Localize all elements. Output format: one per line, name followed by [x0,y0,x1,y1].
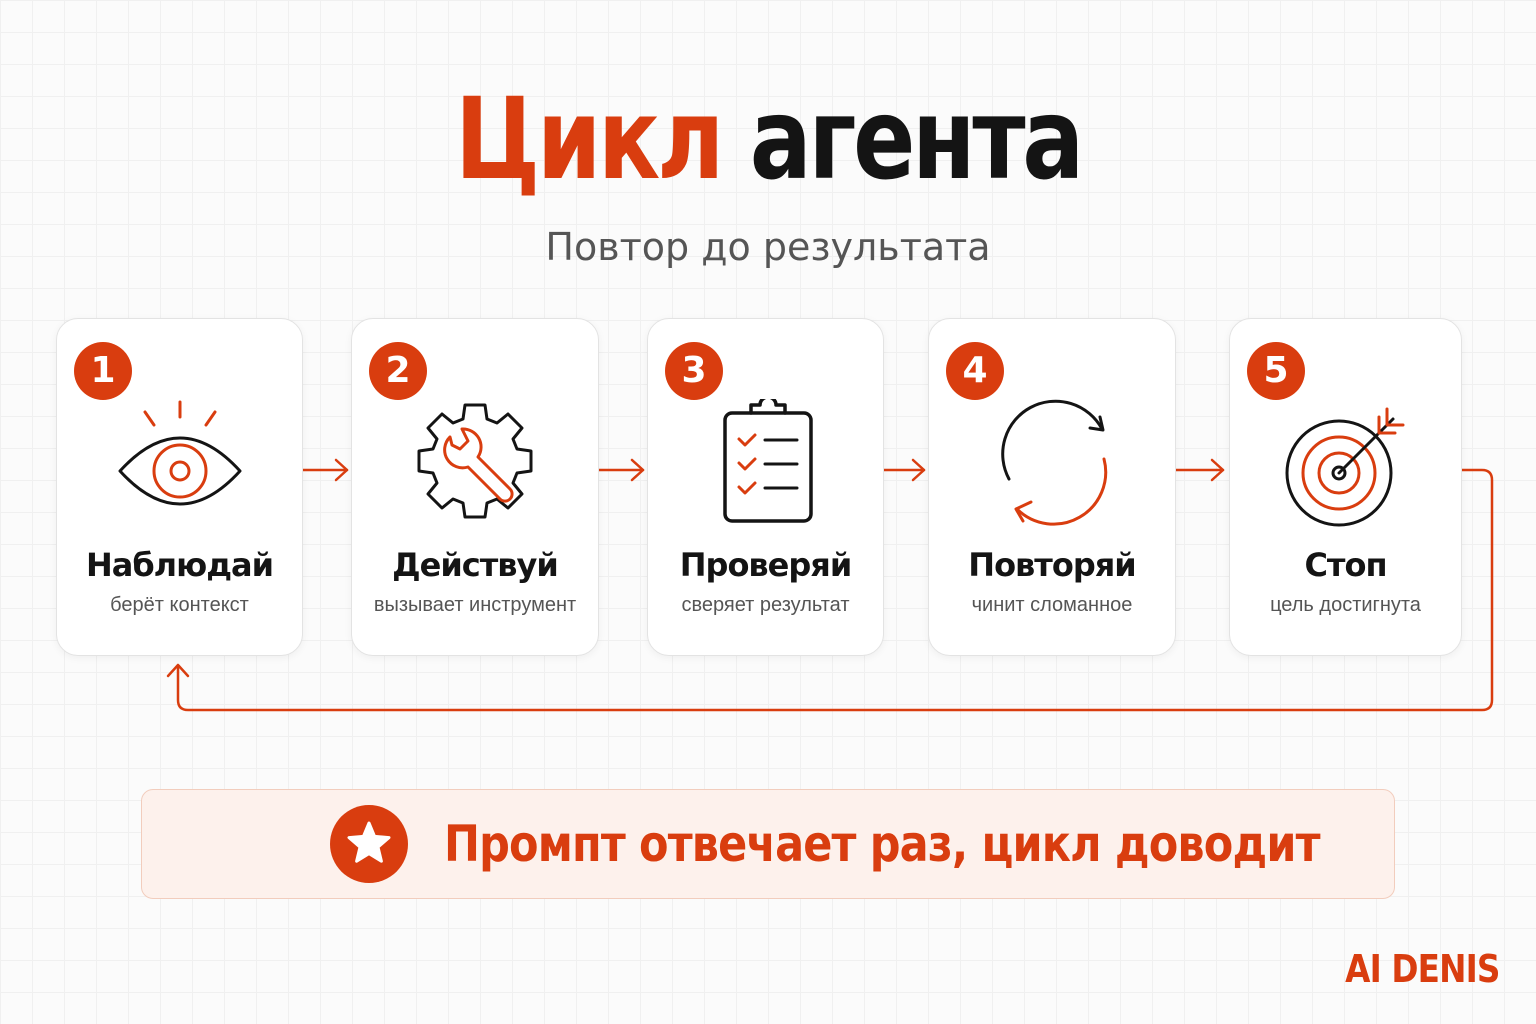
step-number-badge: 2 [369,342,427,400]
step-title: Стоп [1304,546,1387,584]
step-number-badge: 5 [1247,342,1305,400]
step-subtitle: цель достигнута [1270,594,1421,616]
page-subtitle: Повтор до результата [545,225,991,269]
page-title: Цикл агента [138,70,1398,210]
refresh-cycle-icon [1001,399,1108,526]
step-number-badge: 3 [665,342,723,400]
key-message-banner: Промпт отвечает раз, цикл доводит [141,789,1395,899]
gear-wrench-icon [417,403,533,519]
arrow-right-icon [300,458,349,482]
title-rest: агента [749,75,1085,205]
eye-icon [118,400,241,506]
step-number-badge: 4 [946,342,1004,400]
title-accent: Цикл [455,75,724,205]
step-card-repeat: 4 Повторяй чинит сломанное [928,318,1176,656]
step-title: Наблюдай [85,546,274,584]
arrow-right-icon [1174,458,1225,482]
loop-back-arrow [166,468,1494,712]
clipboard-checklist-icon [722,399,813,523]
step-card-stop: 5 Стоп цель достигнута [1229,318,1462,656]
step-subtitle: вызывает инструмент [373,594,577,616]
arrow-right-icon [596,458,645,482]
banner-text: Промпт отвечает раз, цикл доводит [444,815,1321,873]
step-title: Повторяй [968,546,1136,584]
step-subtitle: берёт контекст [110,594,249,616]
step-subtitle: сверяет результат [681,594,850,616]
target-arrow-icon [1285,407,1404,527]
step-card-check: 3 Проверяй сверяет результат [647,318,884,656]
step-card-observe: 1 Наблюдай берёт контекст [56,318,303,656]
star-icon [330,805,408,883]
step-number-badge: 1 [74,342,132,400]
step-title: Проверяй [679,546,853,584]
step-title: Действуй [392,546,559,584]
brand-logo: AI DENIS [1345,947,1501,991]
arrow-right-icon [881,458,926,482]
step-subtitle: чинит сломанное [971,594,1133,616]
step-card-act: 2 Действуй вызывает инструмент [351,318,599,656]
